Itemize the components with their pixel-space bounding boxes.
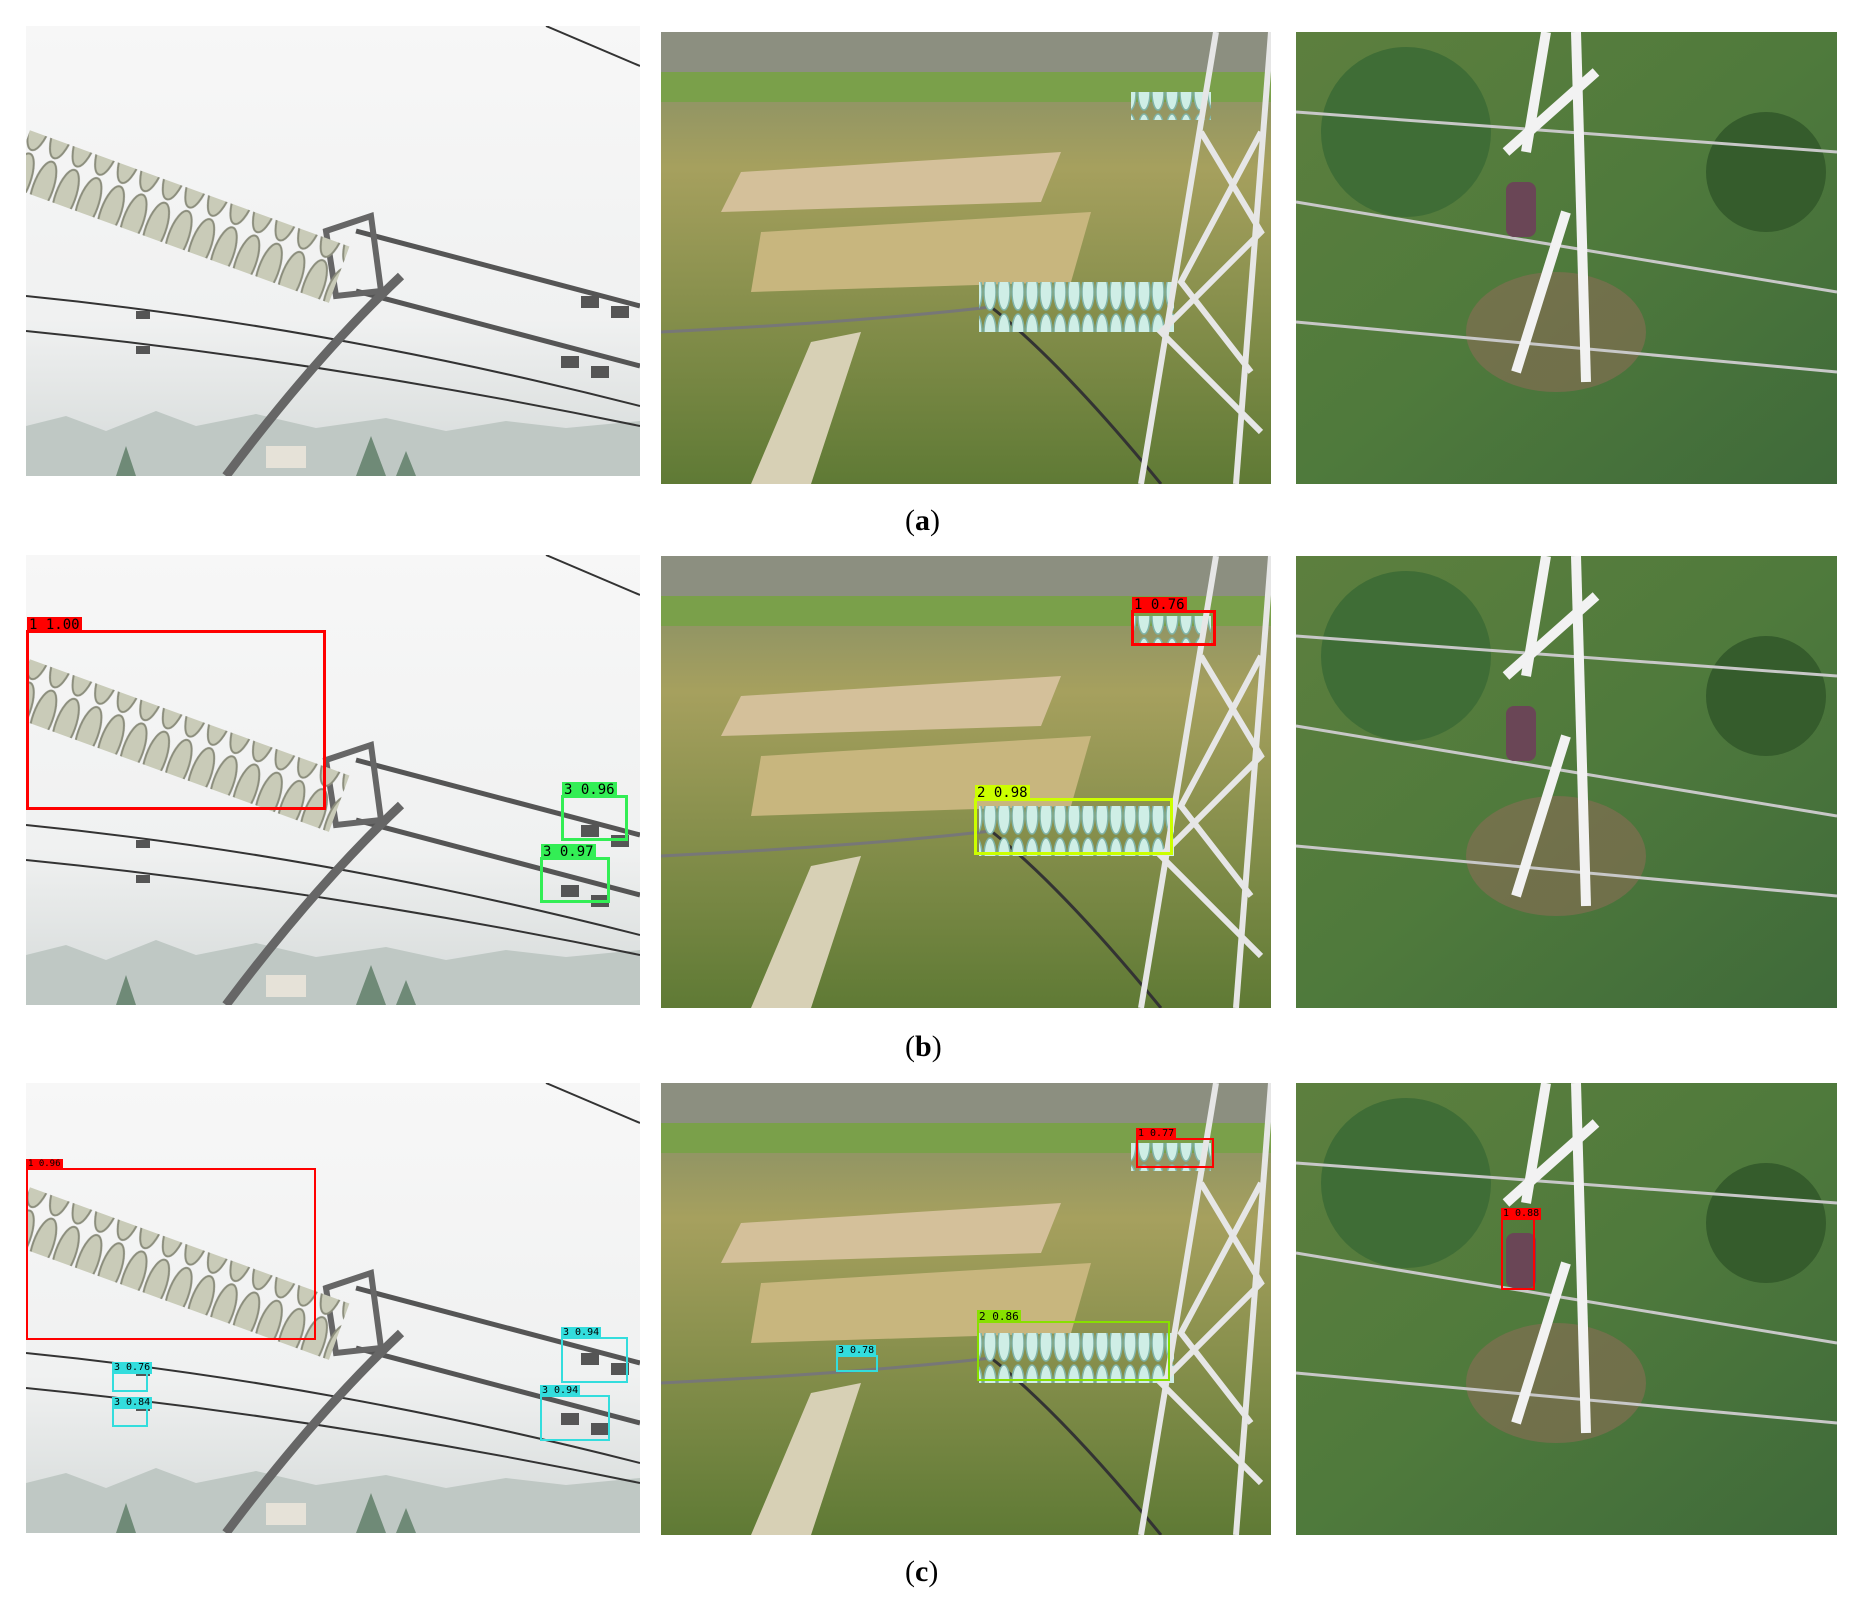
detection-box: 3 0.94 xyxy=(561,1327,628,1383)
caption-a: (a) xyxy=(905,504,940,537)
image-row-c-left: 1 0.96 3 0.94 3 0.94 3 0.76 3 0.84 xyxy=(26,1083,640,1533)
detection-box: 1 0.77 xyxy=(1136,1128,1214,1168)
image-row-a-left xyxy=(26,26,640,476)
detection-label: 1 0.76 xyxy=(1132,597,1187,613)
image-row-a-middle xyxy=(661,32,1271,484)
detection-label: 3 0.84 xyxy=(112,1397,153,1409)
detection-box: 1 0.96 xyxy=(26,1159,316,1340)
caption-c: (c) xyxy=(905,1555,939,1588)
detection-box: 2 0.98 xyxy=(974,785,1173,855)
image-row-b-left: 1 1.00 3 0.96 3 0.97 xyxy=(26,555,640,1005)
caption-b: (b) xyxy=(905,1030,942,1063)
detection-box: 3 0.96 xyxy=(561,782,628,841)
detection-label: 3 0.94 xyxy=(561,1327,602,1339)
detection-box: 1 0.76 xyxy=(1131,597,1216,646)
image-row-c-right: 1 0.88 xyxy=(1296,1083,1837,1535)
detection-box: 3 0.97 xyxy=(540,844,610,903)
detection-box: 3 0.94 xyxy=(540,1385,610,1441)
image-row-b-middle: 1 0.76 2 0.98 xyxy=(661,556,1271,1008)
detection-label: 3 0.94 xyxy=(540,1385,581,1397)
image-row-c-middle: 1 0.77 2 0.86 3 0.78 xyxy=(661,1083,1271,1535)
image-row-a-right xyxy=(1296,32,1837,484)
detection-label: 1 1.00 xyxy=(27,617,82,633)
image-row-b-right xyxy=(1296,556,1837,1008)
detection-box: 3 0.84 xyxy=(112,1397,153,1427)
detection-box: 3 0.78 xyxy=(836,1345,878,1372)
detection-box: 2 0.86 xyxy=(977,1310,1170,1381)
detection-label: 3 0.97 xyxy=(541,844,596,860)
detection-label: 1 0.77 xyxy=(1136,1128,1177,1140)
detection-label: 1 0.96 xyxy=(26,1159,63,1170)
detection-label: 2 0.86 xyxy=(977,1310,1021,1323)
detection-label: 3 0.78 xyxy=(836,1345,877,1357)
detection-label: 3 0.76 xyxy=(112,1362,153,1374)
detection-label: 1 0.88 xyxy=(1501,1208,1542,1220)
detection-box: 1 1.00 xyxy=(26,617,326,810)
detection-label: 2 0.98 xyxy=(975,785,1030,801)
detection-box: 3 0.76 xyxy=(112,1362,153,1392)
detection-label: 3 0.96 xyxy=(562,782,617,798)
detection-box: 1 0.88 xyxy=(1501,1208,1542,1290)
